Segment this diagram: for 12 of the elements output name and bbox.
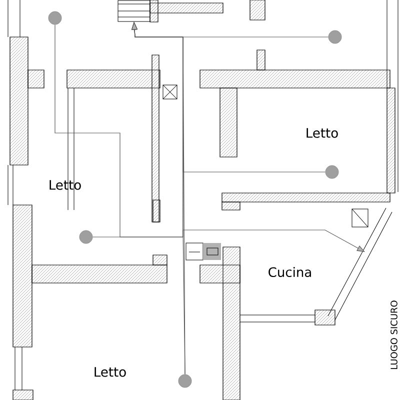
escape-route-arrow [182, 230, 365, 375]
room-label: LUOGO SICURO [390, 300, 398, 369]
room-label: Cucina [268, 266, 311, 278]
room-label: Letto [50, 180, 81, 190]
location-dot [325, 165, 339, 179]
location-dot [48, 11, 62, 25]
location-dot [79, 230, 93, 244]
room-label: Letto [94, 367, 126, 377]
location-dot [328, 30, 342, 44]
location-dot [178, 374, 192, 388]
stairs-drawing [118, 0, 150, 22]
room-label: Letto [306, 128, 338, 138]
